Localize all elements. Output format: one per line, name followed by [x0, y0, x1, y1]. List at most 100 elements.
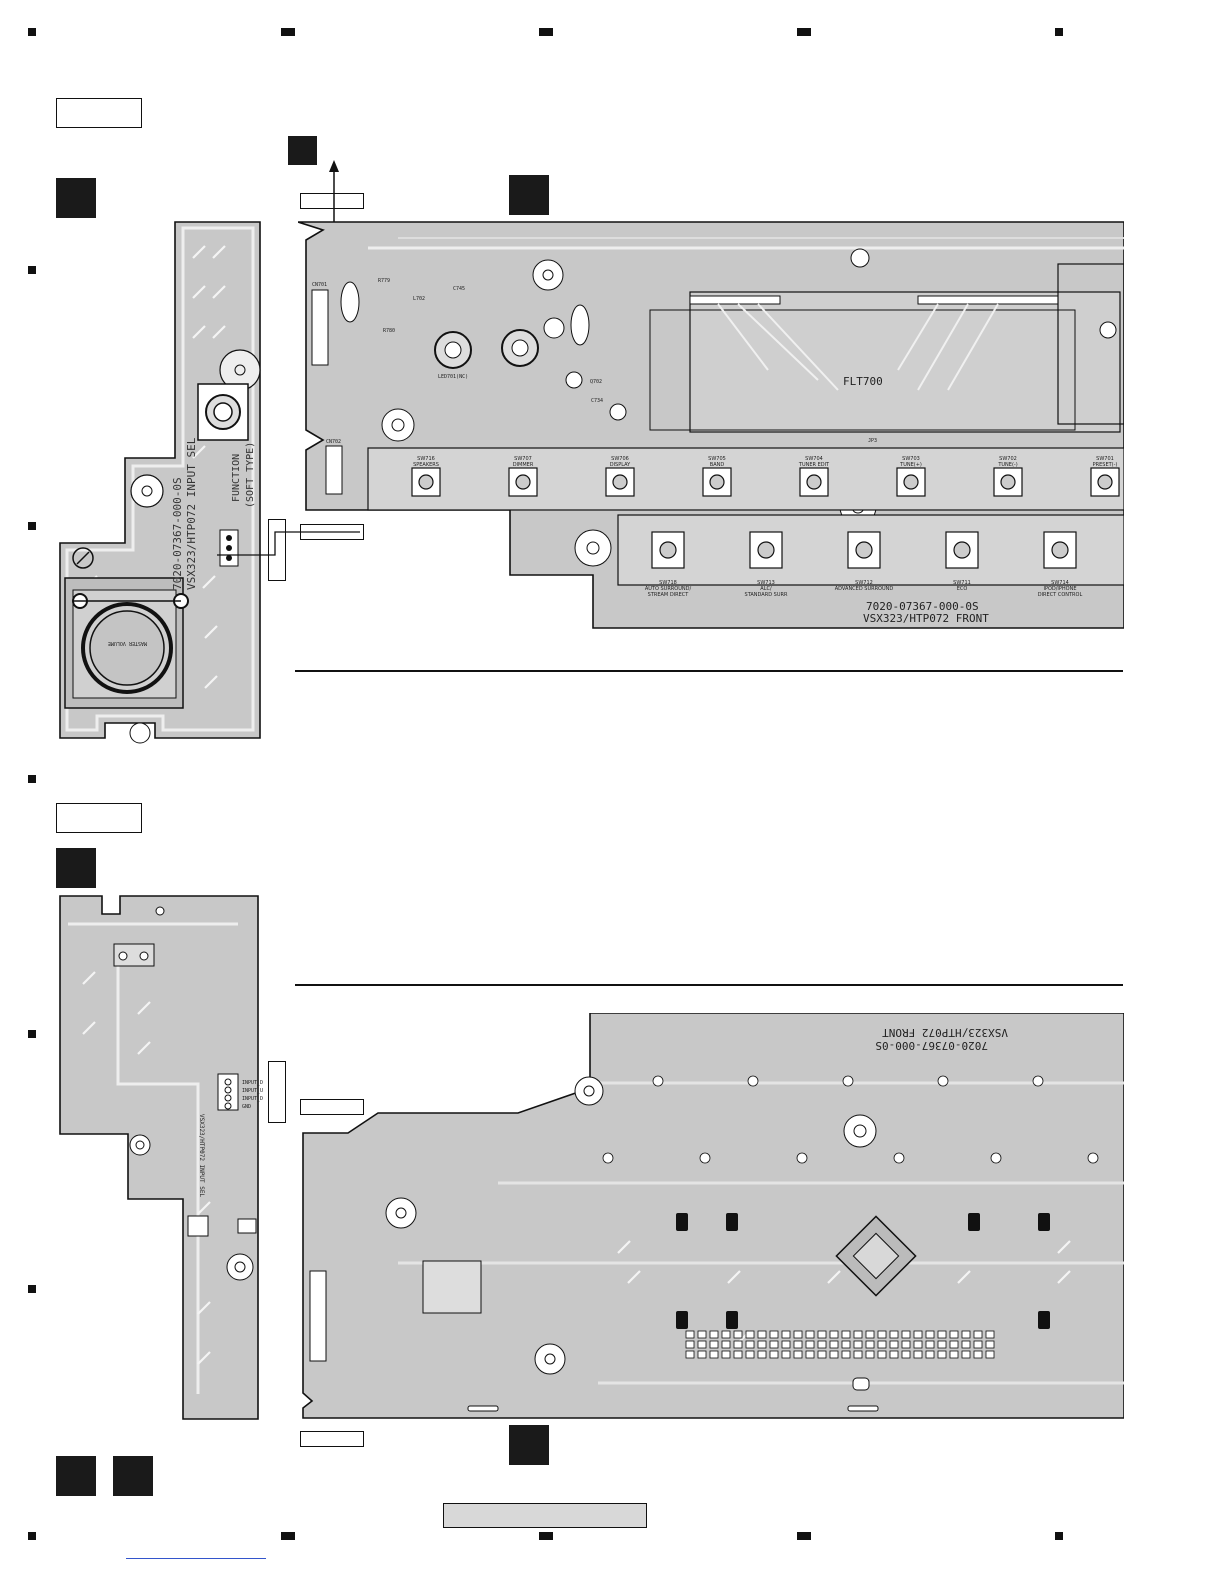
reg-mark-bottom-3: [797, 1532, 811, 1540]
connector-label-solder-bottom: [300, 1431, 364, 1447]
input-sel-pin-label: INPUT_DN: [242, 1096, 263, 1102]
switch-pad-sw705: [702, 467, 732, 497]
switch-label-sw702: SW702 TUNE(-): [998, 456, 1018, 468]
lower-switch-pad-sw714: [1043, 531, 1077, 569]
solder-pad: [925, 1340, 935, 1349]
solder-pad: [769, 1330, 779, 1339]
reg-mark-top-1: [281, 28, 295, 36]
input-sel-pin-pad: [224, 1102, 232, 1110]
r780-label: R780: [383, 328, 395, 334]
q702-label: Q702: [590, 379, 602, 385]
solder-pad: [733, 1330, 743, 1339]
solder-pad: [721, 1330, 731, 1339]
solder-pad: [913, 1330, 923, 1339]
solder-pad-top-row: [937, 1075, 949, 1087]
lower-switch-pad-sw712: [847, 531, 881, 569]
solder-pad: [829, 1350, 839, 1359]
solder-pad: [865, 1340, 875, 1349]
input-sel-pin-label: INPUT_DIV: [242, 1080, 263, 1086]
switch-pad-sw704: [799, 467, 829, 497]
section-label-box-bottom: [56, 803, 142, 833]
solder-pad: [781, 1330, 791, 1339]
reg-mark-bottom-1: [281, 1532, 295, 1540]
input-sel-solder-model: VSX323/HTP072 INPUT SEL: [198, 1114, 205, 1197]
solder-pad: [817, 1340, 827, 1349]
reg-mark-side-a: [28, 266, 36, 274]
solder-pad-top-row: [747, 1075, 759, 1087]
input-sel-board-solder: INPUT_DIVINPUT_UPINPUT_DNGND VSX323/HTP0…: [59, 895, 263, 1420]
solder-pad: [685, 1330, 695, 1339]
solder-pad-mid-row: [796, 1152, 808, 1164]
switch-label-sw705: SW705 BAND: [708, 456, 726, 468]
switch-label-sw707: SW707 DIMMER: [512, 456, 534, 468]
solder-pad: [757, 1340, 767, 1349]
solder-pad: [757, 1330, 767, 1339]
switch-label-sw701: SW701 PRESET(-): [1092, 456, 1118, 468]
solder-pad-top-row: [652, 1075, 664, 1087]
switch-actuator-sw701: [1097, 474, 1113, 490]
lower-switch-label-sw713: SW713 ALC/ STANDARD SURR: [744, 580, 788, 598]
solder-pad: [721, 1350, 731, 1359]
solder-pad: [877, 1350, 887, 1359]
solder-pad: [889, 1350, 899, 1359]
solder-pad: [841, 1340, 851, 1349]
jp2-label: JP3: [868, 438, 877, 444]
solder-pad: [937, 1340, 947, 1349]
input-sel-pin-pad: [224, 1094, 232, 1102]
solder-pad: [901, 1340, 911, 1349]
assembly-marker-mid-left: [56, 848, 96, 888]
solder-pad: [793, 1340, 803, 1349]
solder-pad: [781, 1350, 791, 1359]
front-board-solder: VSX323/HTP072 FRONT 7020-07367-000-0S: [302, 1013, 1124, 1419]
assembly-marker-front-top: [509, 175, 549, 215]
input-sel-board-component: 7020-07367-000-0S VSX323/HTP072 INPUT SE…: [59, 221, 261, 744]
solder-pad: [937, 1330, 947, 1339]
switch-actuator-sw702: [1000, 474, 1016, 490]
solder-pad-mid-row: [1087, 1152, 1099, 1164]
front-model-name: VSX323/HTP072 FRONT: [863, 612, 989, 625]
l702-label: L702: [413, 296, 425, 302]
front-solder-board-number: 7020-07367-000-0S: [875, 1039, 988, 1052]
lower-switch-actuator-sw714: [1051, 541, 1069, 559]
reg-mark-bottom-left: [28, 1532, 36, 1540]
switch-actuator-sw716: [418, 474, 434, 490]
input-sel-pin-pad: [224, 1078, 232, 1086]
switch-actuator-sw703: [903, 474, 919, 490]
solder-pad: [925, 1350, 935, 1359]
connector-bridge-top: [268, 519, 286, 581]
function-label: FUNCTION: [231, 454, 242, 502]
reg-mark-side-b: [28, 522, 36, 530]
input-sel-model-name: VSX323/HTP072 INPUT SEL: [185, 437, 198, 590]
solder-pad: [709, 1350, 719, 1359]
switch-pad-sw716: [411, 467, 441, 497]
led701-label: LED701(NC): [438, 374, 468, 380]
front-board-component: FLT700 CN701 CN702 R779 L702 C745 R780 L…: [298, 221, 1124, 629]
input-sel-pin-label: INPUT_UP: [242, 1088, 263, 1094]
solder-pad: [793, 1350, 803, 1359]
footer-link-underline: [126, 1558, 266, 1559]
reg-mark-bottom-2: [539, 1532, 553, 1540]
solder-pad: [841, 1330, 851, 1339]
solder-pad: [985, 1350, 995, 1359]
reg-mark-side-e: [28, 1285, 36, 1293]
solder-pad: [949, 1350, 959, 1359]
solder-pad: [745, 1340, 755, 1349]
solder-pad: [841, 1350, 851, 1359]
solder-pad: [829, 1340, 839, 1349]
solder-pad: [697, 1350, 707, 1359]
solder-pad: [733, 1340, 743, 1349]
switch-label-sw716: SW716 SPEAKERS: [413, 456, 439, 468]
c745-label: C745: [453, 286, 465, 292]
solder-pad: [853, 1350, 863, 1359]
solder-pad: [805, 1330, 815, 1339]
solder-pad: [697, 1330, 707, 1339]
r779-label: R779: [378, 278, 390, 284]
solder-pad-top-row: [842, 1075, 854, 1087]
reg-mark-bottom-right: [1055, 1532, 1063, 1540]
page-footer-box: [443, 1503, 647, 1528]
display-ref-label: FLT700: [843, 375, 883, 388]
front-solder-model: VSX323/HTP072 FRONT: [882, 1026, 1008, 1039]
connector-bridge-bottom: [268, 1061, 286, 1123]
switch-actuator-sw705: [709, 474, 725, 490]
solder-pad: [817, 1350, 827, 1359]
